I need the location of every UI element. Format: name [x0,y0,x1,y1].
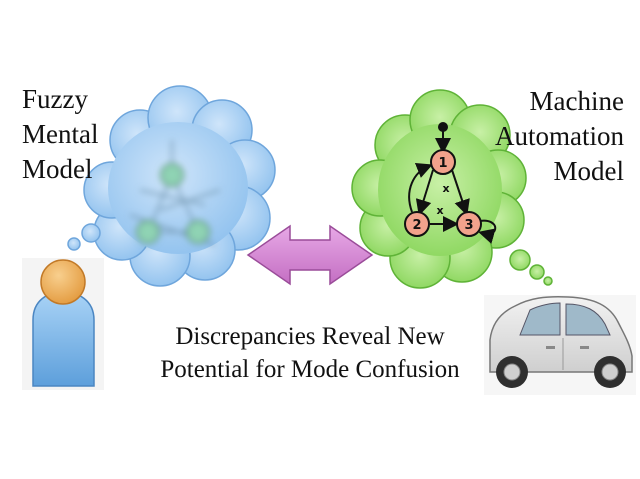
state-node-3 [456,211,482,237]
caption-line: Discrepancies Reveal New [175,323,445,350]
fuzzy-mental-model-label: Fuzzy Mental Model [22,82,98,187]
blurred-state-graph [129,140,221,246]
transition-label-1: x [442,182,449,195]
initial-state-dot [438,122,448,132]
transition-2-1 [408,163,433,213]
transition-3-self [478,219,497,244]
label-line: Fuzzy [22,84,88,114]
bidirectional-arrow [246,224,374,286]
state-machine [408,122,497,244]
caption: Discrepancies Reveal New Potential for M… [120,320,500,386]
car-icon [484,295,636,395]
label-line: Automation [495,121,624,151]
caption-line: Potential for Mode Confusion [160,356,460,383]
transition-label-2: x [436,204,443,217]
state-node-1 [430,149,456,175]
state-node-2 [404,211,430,237]
machine-automation-model-label: Machine Automation Model [495,84,624,189]
state-label-2: 2 [412,218,421,233]
state-nodes: 1 2 3 x x [404,149,482,237]
label-line: Mental [22,119,99,149]
state-label-3: 3 [464,218,473,233]
label-line: Machine [529,86,624,116]
fuzzy-thought-cloud [67,85,276,287]
transition-1-3 [451,169,470,216]
label-line: Model [22,154,93,184]
person-icon [22,258,104,390]
label-line: Model [553,156,625,186]
state-label-1: 1 [438,156,447,171]
